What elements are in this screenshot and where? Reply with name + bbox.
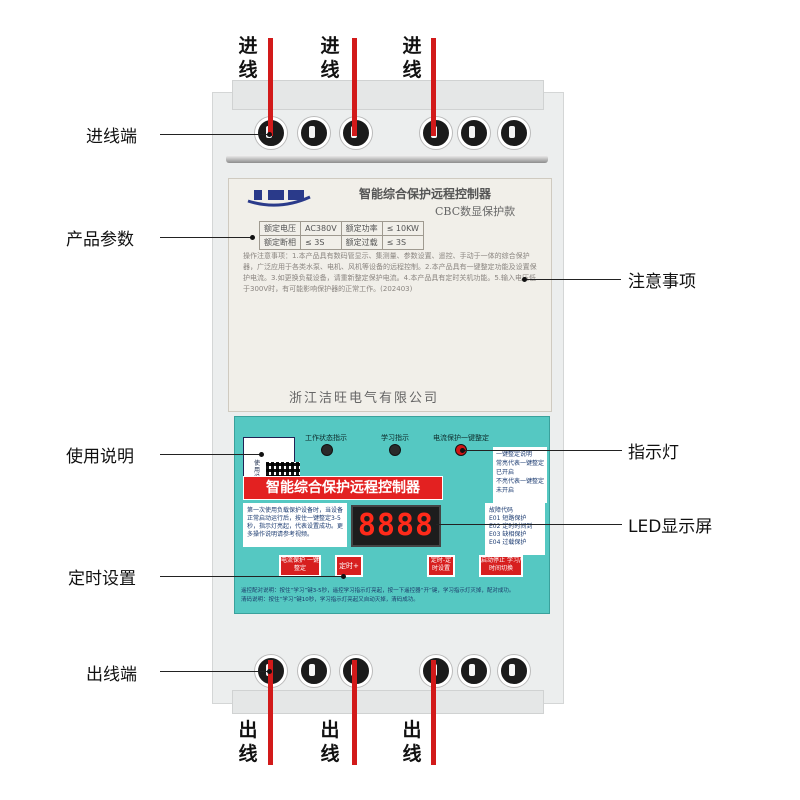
leader-line [160,671,270,672]
label-subtitle: CBC数显保护款 [435,205,516,218]
lamp-note: 不亮代表一键整定未开启 [496,478,545,494]
work-status-label: 工作状态指示 [305,434,347,442]
label-title: 智能综合保护远程控制器 [359,187,492,201]
lamp-note: 一键整定说明 [496,451,533,458]
company-name: 浙江洁旺电气有限公司 [289,391,440,406]
leader-line [464,450,622,451]
footer-line: 遥控配对说明：按住“学习”键3-5秒，遥控学习指示灯亮起，按一下遥控器“开”键，… [241,588,515,594]
qr-code-box: 使用说明 [243,437,300,496]
brand-logo [247,190,311,207]
input-wire-label-1: 进线 [238,35,258,81]
param-cell: 额定断相 [259,235,301,250]
output-terminal-6[interactable] [498,655,530,687]
param-cell: ≤ 3S [300,235,342,250]
leader-line [160,576,344,577]
timer-set-button[interactable]: 定时-定时设置 [427,555,455,577]
learn-led-icon [389,444,401,456]
current-protect-label: 电流保护一键整定 [433,434,489,442]
leader-line [436,524,622,525]
lamp-note: 常亮代表一键整定已开启 [496,460,545,476]
leader-dot [341,574,346,579]
output-terminal-4[interactable] [420,655,452,687]
housing-bottom-ridge [232,690,544,714]
callout-notes: 注意事项 [628,272,696,292]
output-wire-2 [352,660,357,765]
input-terminal-6[interactable] [498,117,530,149]
output-wire-label-1: 出线 [238,719,258,765]
input-wire-1 [268,38,273,136]
fault-code: E01 短路保护 [489,515,527,522]
param-cell: 额定电压 [259,221,301,236]
param-cell: ≤ 10KW [381,221,424,236]
fault-codes-box: 故障代码 E01 短路保护 E02 定时时间到 E03 缺相保护 E04 过载保… [485,503,545,555]
callout-product-params: 产品参数 [66,230,134,250]
leader-line [160,237,252,238]
operation-notes: 操作注意事项：1.本产品具有数码管显示、集测量、参数设置、遥控、手动于一体的综合… [243,252,537,293]
learn-indicator-label: 学习指示 [381,434,409,442]
callout-incoming-terminal: 进线端 [86,127,137,147]
input-wire-label-3: 进线 [402,35,422,81]
param-cell: ≤ 3S [381,235,424,250]
fault-code: E04 过载保护 [489,539,527,546]
callout-led-display: LED显示屏 [628,517,713,537]
param-cell: AC380V [300,221,342,236]
output-wire-1 [268,660,273,765]
work-status-led-icon [321,444,333,456]
input-wire-label-2: 进线 [320,35,340,81]
input-terminal-4[interactable] [420,117,452,149]
led-display: 8888 [351,505,441,547]
antenna [226,155,548,163]
lamp-notes-box: 一键整定说明 常亮代表一键整定已开启 不亮代表一键整定未开启 [493,447,547,503]
fault-code: E02 定时时间到 [489,523,533,530]
leader-line [160,454,262,455]
leader-dot [267,669,272,674]
callout-timer-setting: 定时设置 [68,569,136,589]
product-label-sticker: 智能综合保护远程控制器 CBC数显保护款 额定电压 AC380V 额定功率 ≤ … [228,178,552,412]
timer-plus-button[interactable]: 定时+ [335,555,363,577]
input-terminal-5[interactable] [458,117,490,149]
output-wire-3 [431,660,436,765]
remote-pairing-notes: 遥控配对说明：按住“学习”键3-5秒，遥控学习指示灯亮起，按一下遥控器“开”键，… [241,587,541,605]
output-wire-label-2: 出线 [320,719,340,765]
footer-line: 清码说明：按住“学习”键10秒，学习指示灯亮起又自动灭掉，清码成功。 [241,597,419,603]
leader-dot [267,132,272,137]
params-table: 额定电压 AC380V 额定功率 ≤ 10KW 额定断相 ≤ 3S 额定过载 ≤… [259,221,424,250]
current-protect-button[interactable]: 电流保护 一键整定 [279,555,321,577]
param-cell: 额定功率 [340,221,383,236]
leader-line [526,279,621,280]
input-terminal-2[interactable] [298,117,330,149]
param-cell: 额定过载 [340,235,383,250]
fault-code: E03 缺相保护 [489,531,527,538]
callout-outgoing-terminal: 出线端 [86,665,137,685]
panel-title: 智能综合保护远程控制器 [243,476,443,500]
control-panel: 使用说明 工作状态指示 学习指示 电流保护一键整定 一键整定说明 常亮代表一键整… [234,416,550,614]
start-stop-button[interactable]: 启动停止 学习/时间切换 [479,555,523,577]
leader-dot [522,277,527,282]
callout-indicator: 指示灯 [628,443,679,463]
output-wire-label-3: 出线 [402,719,422,765]
leader-dot [460,448,465,453]
instruction-box: 第一次使用负载保护设备时，当设备正常启动运行后，按住一键整定3-5秒，指示灯亮起… [243,503,347,547]
params-row: 额定断相 ≤ 3S 额定过载 ≤ 3S [259,235,424,250]
output-terminal-2[interactable] [298,655,330,687]
leader-dot [250,235,255,240]
params-row: 额定电压 AC380V 额定功率 ≤ 10KW [259,221,424,236]
input-wire-2 [352,38,357,136]
output-terminal-5[interactable] [458,655,490,687]
input-wire-3 [431,38,436,136]
fault-codes-title: 故障代码 [489,507,514,514]
housing-top-ridge [232,80,544,110]
callout-instructions: 使用说明 [66,447,134,467]
leader-dot [259,452,264,457]
leader-line [160,134,270,135]
